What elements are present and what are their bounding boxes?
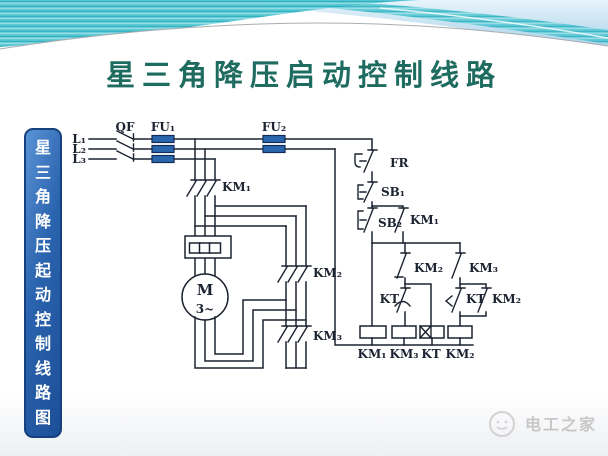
label-fr: FR	[390, 156, 410, 170]
label-kt-nc: KT	[380, 292, 399, 306]
label-fuse-fu2: FU₂	[262, 120, 286, 134]
banner-wave-decoration	[0, 0, 608, 58]
label-phase-l1: L₁	[72, 132, 86, 146]
label-km2-main: KM₂	[313, 266, 342, 280]
sidebar-char: 起	[34, 260, 51, 280]
sidebar-char: 三	[34, 162, 51, 182]
label-coil-km3: KM₃	[390, 347, 419, 361]
label-phase-l3: L₃	[72, 152, 86, 166]
sidebar-char: 动	[34, 285, 51, 305]
label-fuse-fu1: FU₁	[151, 120, 175, 134]
km1-main-contacts	[186, 138, 221, 278]
sidebar-char: 压	[34, 236, 51, 256]
sidebar-char: 制	[34, 334, 51, 354]
label-coil-km2: KM₂	[446, 347, 475, 361]
watermark: 电工之家	[486, 406, 597, 440]
label-sb1: SB₁	[381, 185, 405, 199]
control-circuit	[334, 148, 492, 346]
sidebar-char: 图	[34, 407, 51, 427]
label-coil-kt: KT	[421, 347, 440, 361]
thermal-overload-heater	[184, 235, 232, 259]
motor-winding-leads	[194, 299, 307, 369]
sidebar-char: 角	[34, 187, 51, 207]
label-km2-interlock: KM₂	[414, 261, 443, 275]
label-km3-interlock: KM₃	[469, 261, 498, 275]
sidebar-char: 线	[34, 358, 51, 378]
label-sb2: SB₂	[378, 216, 402, 230]
power-lines	[88, 130, 373, 162]
label-motor-phase: 3~	[196, 302, 214, 316]
watermark-text: 电工之家	[525, 415, 598, 434]
sidebar-char: 降	[34, 211, 51, 231]
label-breaker-qf: QF	[116, 120, 135, 134]
circuit-labels: L₁ L₂ L₃ QF FU₁ FU₂ KM₁ KM₂ KM₃ M 3~ FR …	[72, 120, 521, 361]
label-km1-main: KM₁	[222, 180, 251, 194]
page-title: 星三角降压启动控制线路	[105, 58, 502, 92]
label-km2-seal: KM₂	[492, 292, 521, 306]
km2-km3-main-contacts	[194, 205, 312, 369]
label-motor-m: M	[197, 281, 214, 299]
label-kt-no: KT	[466, 292, 485, 306]
fuse-symbols	[151, 134, 286, 164]
sidebar-char: 控	[34, 309, 51, 329]
label-phase-l2: L₂	[72, 142, 86, 156]
label-coil-km1: KM₁	[358, 347, 387, 361]
sidebar-char: 路	[34, 383, 51, 403]
sidebar-char: 星	[34, 138, 51, 158]
watermark-logo-icon	[489, 411, 515, 437]
label-km3-main: KM₃	[313, 329, 342, 343]
label-km1-seal: KM₁	[410, 213, 439, 227]
sidebar-vertical-title: 星 三 角 降 压 起 动 控 制 线 路 图	[24, 128, 62, 438]
